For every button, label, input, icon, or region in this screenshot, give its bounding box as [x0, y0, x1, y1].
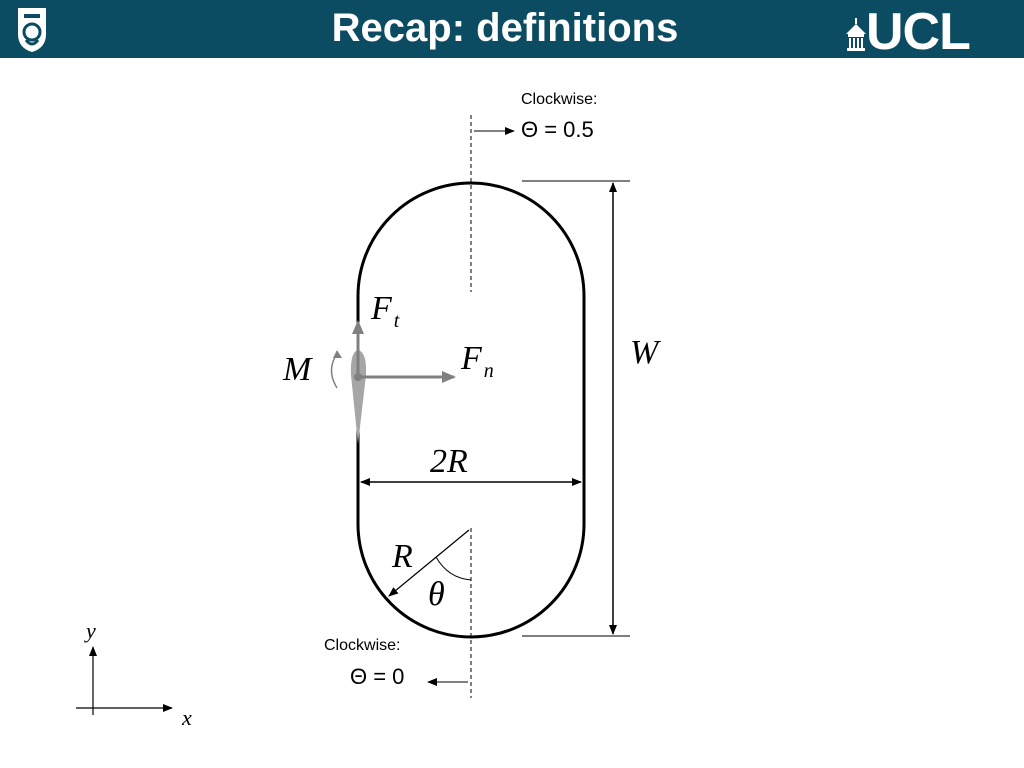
slide-title: Recap: definitions	[331, 6, 679, 50]
ucl-logo-text: UCL	[866, 3, 971, 61]
y-axis-label: y	[86, 618, 96, 643]
top-marker-caption: Clockwise:	[521, 91, 598, 108]
diameter-arrowhead-right	[572, 478, 582, 486]
width-arrowhead-bottom	[609, 625, 617, 635]
x-axis-label: x	[182, 705, 192, 730]
header-bar: Recap: definitions UCL	[0, 0, 1024, 61]
top-marker-value: Θ = 0.5	[521, 117, 594, 142]
diameter-label: 2R	[430, 443, 468, 480]
moment-arrowhead	[333, 350, 342, 358]
theta-arc	[435, 556, 472, 581]
radius-label: R	[392, 538, 413, 575]
diameter-arrowhead-left	[360, 478, 370, 486]
blade-shape	[350, 350, 367, 444]
bottom-marker-caption: Clockwise:	[324, 637, 401, 654]
moment-label: M	[283, 351, 312, 388]
angle-label: θ	[428, 576, 445, 613]
ucl-portico-icon	[846, 18, 866, 51]
width-label: W	[630, 334, 659, 371]
radius-line	[388, 529, 470, 597]
blade-pivot	[354, 373, 362, 381]
moment-arc	[330, 353, 338, 389]
bottom-marker-value: Θ = 0	[350, 664, 405, 689]
width-arrowhead-top	[609, 182, 617, 192]
ucl-crest-icon	[12, 4, 52, 54]
stadium-outline	[356, 181, 586, 639]
